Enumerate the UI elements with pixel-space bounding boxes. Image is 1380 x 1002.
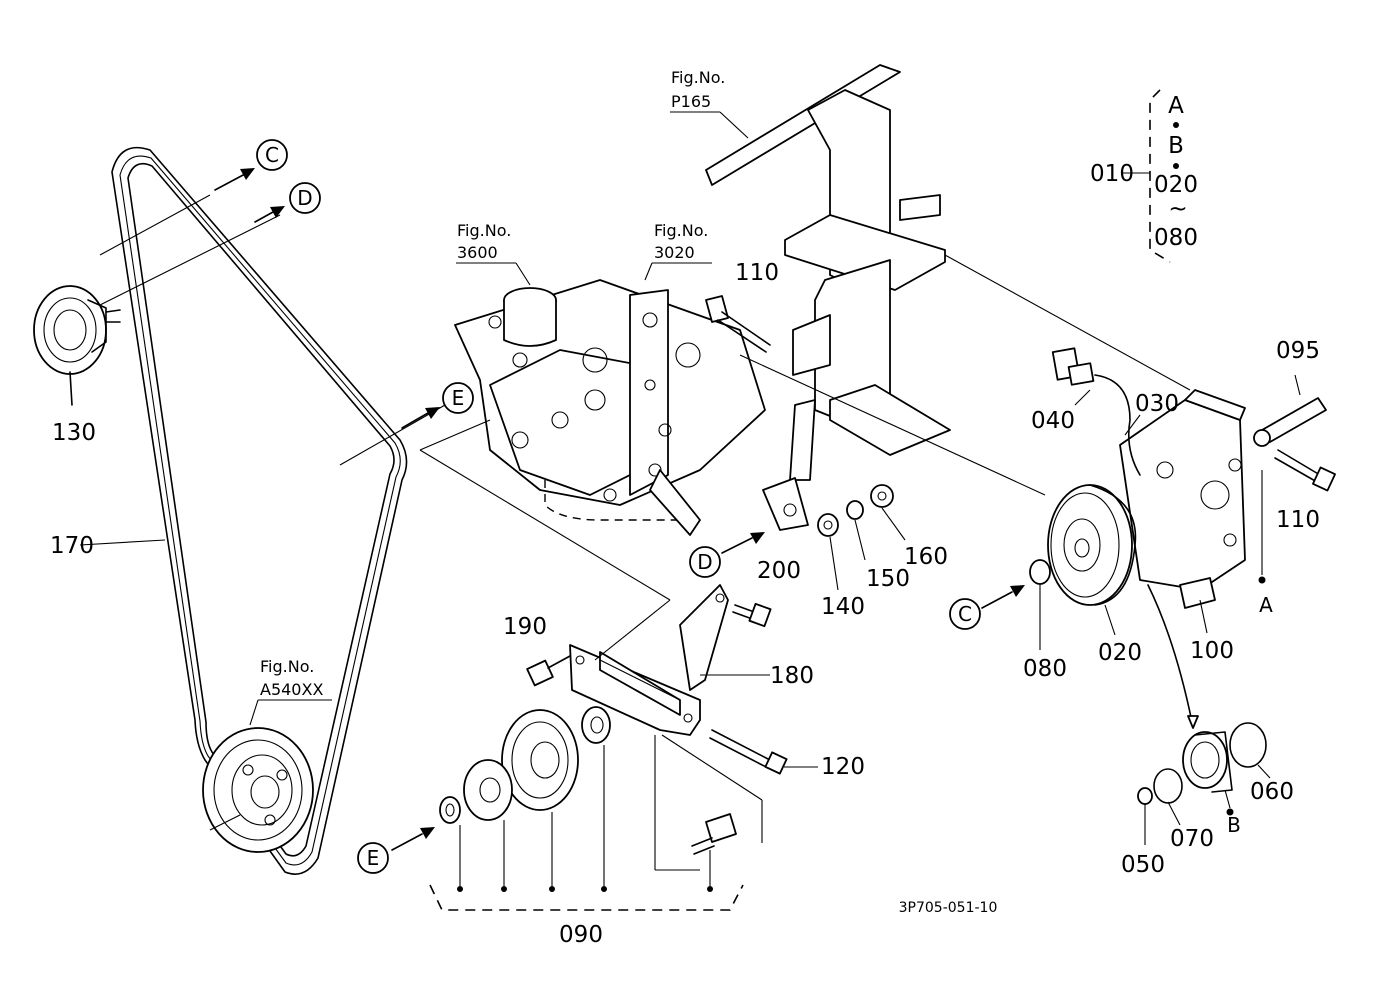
fig-label-3600: Fig.No. — [457, 221, 511, 240]
arrow-c-lower — [949, 585, 1025, 630]
callout-180: 180 — [770, 663, 814, 689]
snap-ring-060 — [1229, 722, 1267, 768]
crankshaft-pulley — [202, 727, 314, 853]
callout-040: 040 — [1031, 408, 1075, 434]
callout-030: 030 — [1135, 391, 1179, 417]
fig-label-p165: Fig.No. — [671, 68, 725, 87]
reference-dots — [1226, 576, 1266, 816]
callout-050: 050 — [1121, 852, 1165, 878]
callout-090: 090 — [559, 922, 603, 948]
marker-b: B — [1227, 813, 1241, 837]
cable-095 — [1253, 397, 1327, 447]
marker-d-upper: D — [297, 186, 312, 210]
callout-200: 200 — [757, 558, 801, 584]
callout-130: 130 — [52, 420, 96, 446]
arrow-d-lower — [689, 532, 765, 578]
arrow-c-upper — [214, 139, 288, 191]
callout-010: 010 — [1090, 161, 1134, 187]
ac-compressor-010 — [1047, 389, 1246, 729]
group-090-bracket — [429, 884, 744, 911]
callout-160: 160 — [904, 544, 948, 570]
callout-060: 060 — [1250, 779, 1294, 805]
fig-ref-a540: A540XX — [260, 680, 323, 699]
bolt-200 — [732, 602, 772, 628]
engine-water-pump-assembly — [454, 279, 766, 536]
callout-140: 140 — [821, 594, 865, 620]
fig-ref-3600: 3600 — [457, 243, 498, 262]
legend-b: B — [1168, 133, 1184, 159]
callout-170: 170 — [50, 533, 94, 559]
washer-050 — [1137, 787, 1153, 805]
group-010-bracket — [1122, 89, 1179, 263]
fig-ref-underlines — [249, 111, 749, 726]
tension-bracket-180 — [569, 584, 729, 736]
callout-110-right: 110 — [1276, 507, 1320, 533]
bolt-190 — [526, 655, 571, 687]
spring-washer-150 — [846, 500, 864, 520]
callout-120: 120 — [821, 754, 865, 780]
sensor-040 — [1051, 347, 1141, 476]
washer-140 — [817, 513, 839, 537]
legend-tilde: ~ — [1168, 196, 1187, 222]
callout-150: 150 — [866, 566, 910, 592]
fan-belt-170 — [111, 146, 408, 875]
marker-a: A — [1259, 593, 1273, 617]
callout-080: 080 — [1023, 656, 1067, 682]
bolt-120 — [709, 729, 818, 775]
marker-c-upper: C — [265, 143, 279, 167]
leader-lines — [79, 194, 1301, 886]
fig-ref-p165: P165 — [671, 92, 711, 111]
callout-095: 095 — [1276, 338, 1320, 364]
fan-pulley-130 — [33, 285, 121, 406]
bolt-080 — [1029, 559, 1051, 585]
marker-e-upper: E — [452, 386, 465, 410]
marker-c-lower: C — [958, 602, 972, 626]
callout-100: 100 — [1190, 638, 1234, 664]
idler-pulley — [439, 706, 611, 824]
legend-a: A — [1168, 93, 1184, 119]
callout-190: 190 — [503, 614, 547, 640]
clutch-bearing-b — [1182, 731, 1233, 793]
callout-020: 020 — [1098, 640, 1142, 666]
frame-bracket — [705, 64, 1191, 531]
legend-from: 020 — [1154, 172, 1198, 198]
nut-160 — [870, 484, 894, 508]
legend-to: 080 — [1154, 225, 1198, 251]
snap-ring-070 — [1153, 768, 1183, 804]
bolt-110-upper — [705, 295, 771, 353]
callout-070: 070 — [1170, 826, 1214, 852]
fig-ref-3020: 3020 — [654, 243, 695, 262]
marker-d-lower: D — [697, 550, 712, 574]
arrow-e-upper — [401, 382, 474, 429]
callout-110-top: 110 — [735, 260, 779, 286]
diagram-code: 3P705-051-10 — [899, 900, 998, 916]
marker-e-lower: E — [367, 846, 380, 870]
bolt-110-lower — [1274, 449, 1336, 492]
bolt-090 — [691, 813, 737, 855]
fig-label-3020: Fig.No. — [654, 221, 708, 240]
fig-label-a540: Fig.No. — [260, 657, 314, 676]
arrow-d-upper — [254, 182, 321, 223]
arrow-e-lower — [357, 827, 435, 874]
